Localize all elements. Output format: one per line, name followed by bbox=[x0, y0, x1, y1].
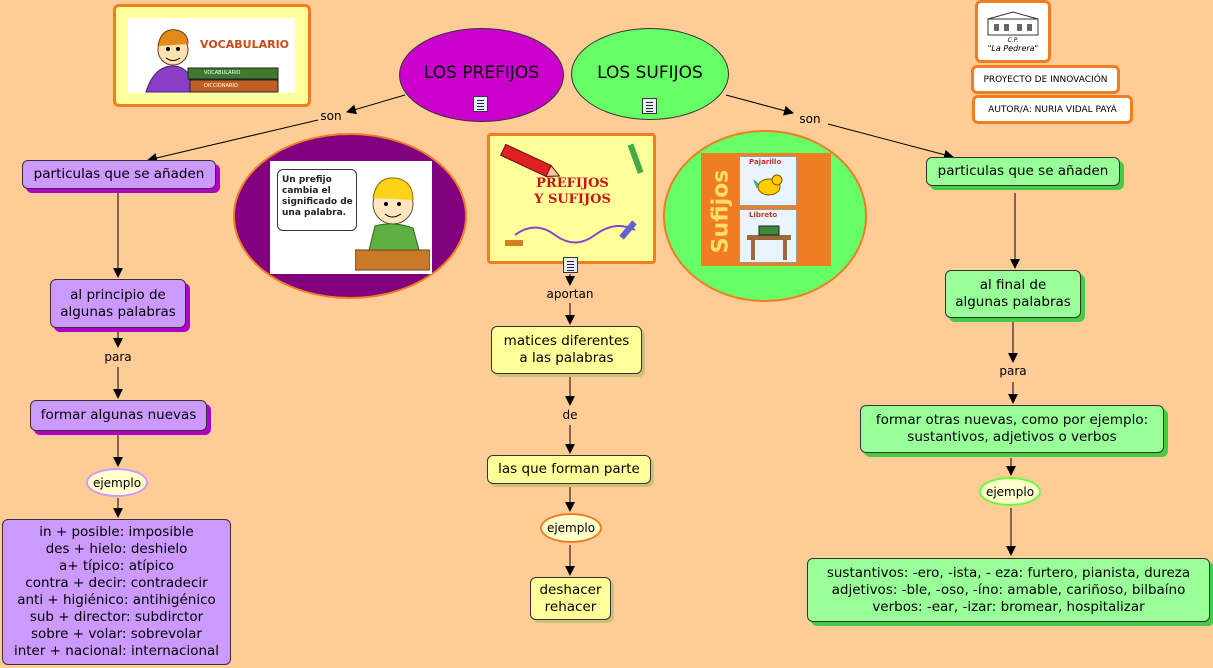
link-para-right: para bbox=[997, 364, 1029, 378]
left-examples-text: in + posible: imposible des + hielo: des… bbox=[13, 524, 220, 659]
right-particulas-text: particulas que se añaden bbox=[937, 163, 1109, 179]
school-logo-line1: C.P. bbox=[1007, 36, 1019, 44]
school-logo: C.P. "La Pedrera" bbox=[975, 0, 1051, 63]
boy-reading-icon bbox=[145, 29, 279, 93]
left-ejemplo-text: ejemplo bbox=[92, 475, 142, 490]
left-examples-node[interactable]: in + posible: imposible des + hielo: des… bbox=[2, 519, 231, 665]
right-examples-text: sustantivos: -ero, -ista, - eza: furtero… bbox=[826, 564, 1191, 615]
autor-box: AUTOR/A: NURIA VIDAL PAYÁ bbox=[972, 95, 1133, 124]
right-ejemplo-node[interactable]: ejemplo bbox=[979, 477, 1041, 506]
center-matices-node[interactable]: matices diferentes a las palabras bbox=[491, 326, 642, 374]
right-final-text: al final de algunas palabras bbox=[955, 277, 1071, 310]
center-forman-text: las que forman parte bbox=[498, 461, 640, 477]
right-formar-text: formar otras nuevas, como por ejemplo: s… bbox=[875, 412, 1149, 445]
school-building-icon bbox=[987, 10, 1039, 35]
sufijos-node[interactable]: LOS SUFIJOS bbox=[571, 28, 729, 120]
school-logo-line2: "La Pedrera" bbox=[987, 43, 1039, 53]
sufijos-title: LOS SUFIJOS bbox=[597, 63, 703, 83]
center-examples-text: deshacer rehacer bbox=[539, 581, 602, 615]
prefijos-title: LOS PREFIJOS bbox=[423, 63, 540, 83]
libreto-label: Libreto bbox=[749, 211, 778, 219]
center-resource-icon[interactable] bbox=[563, 257, 578, 273]
pajarillo-label: Pajarillo bbox=[749, 158, 782, 166]
bird-icon bbox=[753, 174, 783, 196]
right-ejemplo-text: ejemplo bbox=[985, 484, 1035, 499]
vocabulario-image: VOCABULARIO VOCABULARIO DICCIONARIO bbox=[113, 4, 311, 107]
left-formar-text: formar algunas nuevas bbox=[40, 407, 197, 423]
left-principio-text: al principio de algunas palabras bbox=[60, 286, 176, 320]
center-examples-node[interactable]: deshacer rehacer bbox=[530, 577, 611, 620]
sufijos-image: Sufijos Pajarillo Libreto bbox=[663, 130, 867, 302]
line-prefijos-son bbox=[346, 94, 406, 115]
vocabulario-book2: DICCIONARIO bbox=[204, 83, 238, 89]
sufijos-resource-icon[interactable] bbox=[642, 98, 657, 114]
right-formar-node[interactable]: formar otras nuevas, como por ejemplo: s… bbox=[860, 405, 1164, 453]
link-aportan: aportan bbox=[544, 287, 596, 301]
right-examples-node[interactable]: sustantivos: -ero, -ista, - eza: furtero… bbox=[807, 558, 1210, 622]
right-particulas-node[interactable]: particulas que se añaden bbox=[926, 157, 1120, 186]
center-forman-node[interactable]: las que forman parte bbox=[487, 455, 651, 484]
right-final-node[interactable]: al final de algunas palabras bbox=[945, 270, 1081, 318]
line-sufijos-son bbox=[725, 94, 794, 116]
desk-book-icon bbox=[747, 225, 791, 260]
vocabulario-book1: VOCABULARIO bbox=[204, 70, 241, 76]
link-de: de bbox=[560, 408, 580, 422]
link-son-right: son bbox=[797, 112, 823, 126]
link-para-left: para bbox=[102, 350, 134, 364]
proyecto-box: PROYECTO DE INNOVACIÓN bbox=[971, 65, 1120, 94]
boy-writing-icon bbox=[355, 177, 430, 271]
speech-bubble bbox=[277, 169, 357, 231]
autor-text: AUTOR/A: NURIA VIDAL PAYÁ bbox=[988, 104, 1117, 115]
sufijos-vertical-word: Sufijos bbox=[708, 169, 734, 254]
link-son-left: son bbox=[318, 109, 344, 123]
prefijos-sufijos-title: PREFIJOS Y SUFIJOS bbox=[534, 176, 611, 207]
prefijos-resource-icon[interactable] bbox=[473, 96, 488, 112]
vocabulario-title: VOCABULARIO bbox=[200, 38, 290, 51]
proyecto-text: PROYECTO DE INNOVACIÓN bbox=[983, 74, 1108, 85]
center-matices-text: matices diferentes a las palabras bbox=[503, 333, 630, 366]
left-principio-node[interactable]: al principio de algunas palabras bbox=[50, 279, 186, 328]
center-ejemplo-node[interactable]: ejemplo bbox=[540, 513, 602, 543]
prefijos-sufijos-image: PREFIJOS Y SUFIJOS bbox=[487, 133, 656, 264]
prefijo-explanation-image: Un prefijo cambia el significado de una … bbox=[233, 133, 467, 299]
left-formar-node[interactable]: formar algunas nuevas bbox=[30, 400, 207, 431]
left-particulas-text: particulas que se añaden bbox=[33, 166, 205, 182]
left-particulas-node[interactable]: particulas que se añaden bbox=[22, 160, 216, 189]
line-son-particulas-right bbox=[827, 123, 954, 160]
pencil-decoration-icon bbox=[500, 143, 644, 246]
prefijo-bubble-text: Un prefijo cambia el significado de una … bbox=[282, 175, 353, 218]
left-ejemplo-node[interactable]: ejemplo bbox=[86, 468, 148, 497]
center-ejemplo-text: ejemplo bbox=[546, 521, 596, 535]
line-son-particulas-left bbox=[147, 119, 319, 163]
